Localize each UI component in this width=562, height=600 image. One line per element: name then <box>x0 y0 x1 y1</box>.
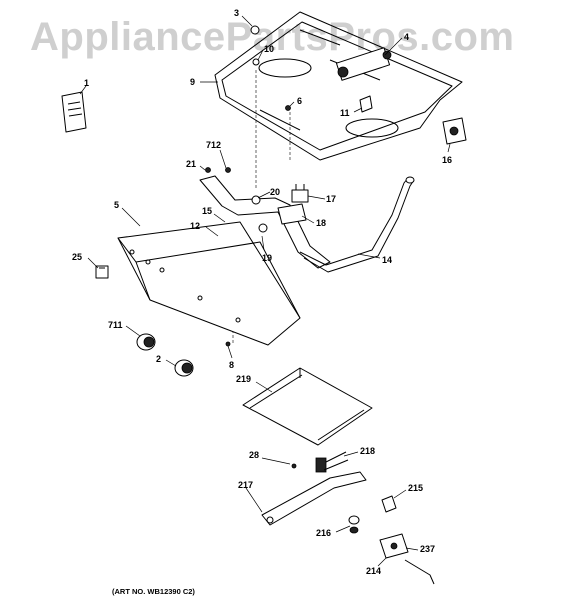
electrode-218-part <box>315 451 349 473</box>
callout-4: 4 <box>404 32 409 42</box>
callout-12: 12 <box>190 221 200 231</box>
screw-28-part <box>291 463 297 469</box>
callout-2: 2 <box>156 354 161 364</box>
clip-25-part <box>95 265 109 279</box>
bracket-11-part <box>359 95 373 113</box>
callout-10: 10 <box>264 44 274 54</box>
orifice-216-part <box>348 515 360 534</box>
callout-711: 711 <box>108 320 123 330</box>
valve-16-part <box>442 117 467 145</box>
callout-9: 9 <box>190 77 195 87</box>
bracket-215-part <box>381 495 397 513</box>
callout-19: 19 <box>262 253 272 263</box>
heat-shield-part <box>242 367 373 446</box>
screw-21-part <box>205 167 211 173</box>
art-number: (ART NO. WB12390 C2) <box>112 587 195 596</box>
knob-2-part <box>174 359 194 377</box>
callout-214: 214 <box>366 566 381 576</box>
callout-8: 8 <box>229 360 234 370</box>
callout-216: 216 <box>316 528 331 538</box>
callout-18: 18 <box>316 218 326 228</box>
switch-17-part <box>291 184 309 203</box>
leader-lines <box>79 15 451 567</box>
screw-8-part <box>225 341 231 347</box>
wire-237-part <box>404 559 435 585</box>
callout-237: 237 <box>420 544 435 554</box>
callout-215: 215 <box>408 483 423 493</box>
burner-box-part <box>214 11 463 161</box>
knob-711-part <box>136 333 156 351</box>
callout-16: 16 <box>442 155 452 165</box>
valve-assembly-part <box>335 47 392 81</box>
screw-712-part <box>225 167 231 173</box>
ignitor-bracket-part <box>261 471 367 526</box>
callout-1: 1 <box>84 78 89 88</box>
callout-5: 5 <box>114 200 119 210</box>
screw-6-part <box>285 105 291 111</box>
callout-14: 14 <box>382 255 392 265</box>
callout-15: 15 <box>202 206 212 216</box>
ignitor-214-part <box>379 533 409 559</box>
callout-11: 11 <box>340 108 350 118</box>
booklet-1-part <box>61 91 87 133</box>
manifold-pipe-part <box>299 176 415 273</box>
callout-218: 218 <box>360 446 375 456</box>
callout-21: 21 <box>186 159 196 169</box>
callout-3: 3 <box>234 8 239 18</box>
callout-28: 28 <box>249 450 259 460</box>
callout-20: 20 <box>270 187 280 197</box>
callout-6: 6 <box>297 96 302 106</box>
control-panel-part <box>117 221 301 346</box>
callout-17: 17 <box>326 194 336 204</box>
callout-217: 217 <box>238 480 253 490</box>
bracket-18-part <box>277 203 307 225</box>
watermark-text: AppliancePartsPros.com <box>30 15 515 59</box>
callout-25: 25 <box>72 252 82 262</box>
callout-219: 219 <box>236 374 251 384</box>
callout-712: 712 <box>206 140 221 150</box>
